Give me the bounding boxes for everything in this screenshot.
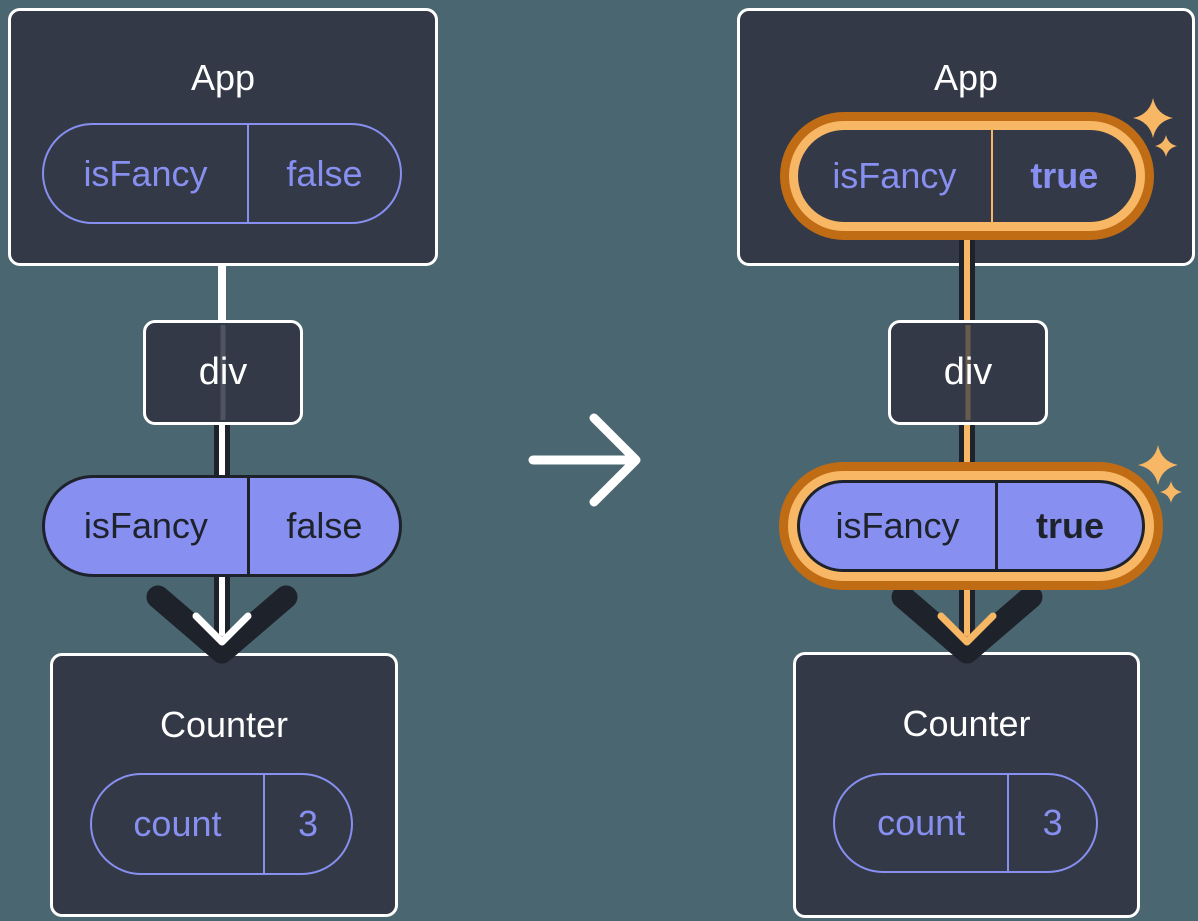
div-box: div [143, 320, 303, 425]
state-pill-value: true [990, 130, 1136, 222]
parent-connector-line [218, 264, 226, 324]
state-pill-value: false [246, 125, 400, 222]
prop-pill-value: true [994, 483, 1142, 569]
highlight-ring: isFancy true [780, 112, 1154, 240]
highlight-ring-inner: isFancy true [788, 471, 1154, 581]
count-name: count [877, 802, 966, 843]
app-title: App [190, 57, 256, 98]
prop-flow-ghost-line [220, 325, 226, 420]
transition-arrow-icon [528, 413, 641, 507]
counter-state-pill: count 3 [90, 773, 353, 875]
prop-pill: isFancy false [42, 475, 402, 577]
counter-title: Counter [902, 703, 1031, 744]
prop-pill: isFancy true [797, 480, 1145, 572]
counter-title: Counter [159, 704, 289, 745]
sparkle-icon [1138, 445, 1178, 485]
arrow-down-icon [891, 585, 1043, 664]
prop-pill-name: isFancy [835, 505, 960, 546]
state-pill-name: isFancy [832, 155, 957, 196]
prop-pill-value: false [246, 478, 399, 574]
prop-pill-name: isFancy [83, 505, 208, 546]
state-pill: isFancy false [42, 123, 402, 224]
prop-flow-core [964, 236, 970, 646]
state-pill: isFancy true [798, 130, 1136, 222]
arrow-down-icon [146, 585, 298, 664]
div-label: div [198, 351, 248, 393]
div-label: div [943, 351, 993, 393]
prop-flow-ghost-line [965, 325, 971, 420]
sparkle-icon [1133, 98, 1173, 138]
count-value: 3 [262, 775, 351, 873]
highlight-ring: isFancy true [779, 462, 1163, 590]
highlight-ring-inner: isFancy true [789, 121, 1145, 231]
state-pill-name: isFancy [83, 152, 208, 194]
div-box: div [888, 320, 1048, 425]
count-value: 3 [1007, 775, 1096, 871]
sparkle-icon [1155, 135, 1177, 157]
sparkle-icon [1160, 481, 1182, 503]
app-title: App [933, 57, 999, 98]
counter-state-pill: count 3 [833, 773, 1098, 873]
count-name: count [133, 803, 222, 844]
